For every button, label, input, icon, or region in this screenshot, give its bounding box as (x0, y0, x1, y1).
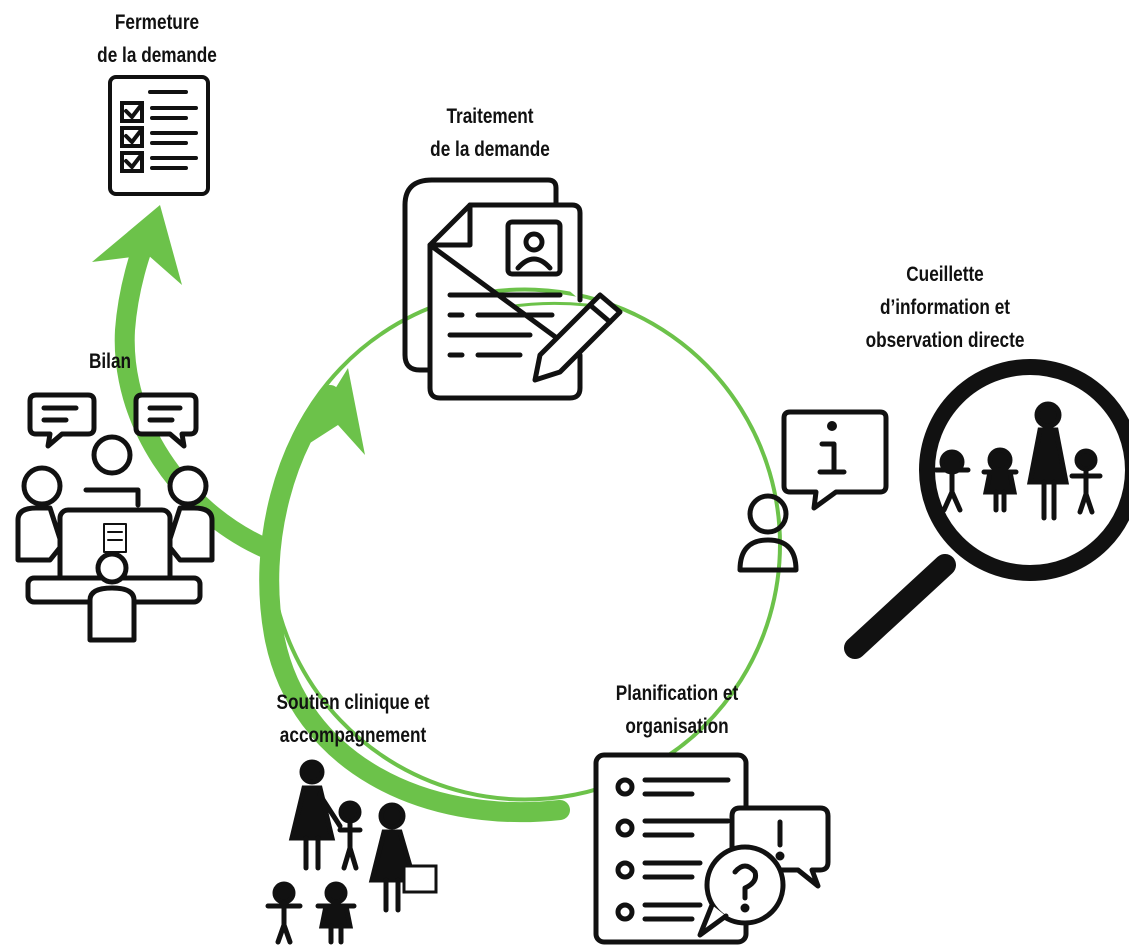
label-planification-line-1: Planification et (615, 682, 739, 705)
label-fermeture-line-2: de la demande (97, 44, 217, 67)
info-person-icon (737, 409, 889, 573)
label-soutien: Soutien clinique et accompagnement (267, 686, 439, 752)
document-edit-icon (402, 177, 623, 401)
main-arrowhead (296, 368, 365, 455)
checklist-icon (108, 75, 210, 196)
plan-list-icon (593, 752, 831, 945)
label-planification: Planification et organisation (599, 677, 755, 743)
label-soutien-line-1: Soutien clinique et (276, 691, 430, 714)
family-support-icon (265, 759, 438, 945)
label-bilan-line-1: Bilan (88, 350, 132, 373)
label-fermeture-line-1: Fermeture (114, 11, 200, 34)
label-cueillette-line-2: d’information et (879, 296, 1011, 319)
meeting-icon (15, 392, 215, 643)
label-bilan: Bilan (77, 345, 143, 378)
magnifier-family-icon (844, 359, 1129, 659)
label-soutien-line-2: accompagnement (279, 724, 427, 747)
label-cueillette-line-1: Cueillette (906, 263, 984, 286)
label-traitement-line-1: Traitement (446, 105, 534, 128)
label-cueillette-line-3: observation directe (865, 329, 1025, 352)
label-fermeture: Fermeture de la demande (87, 6, 226, 72)
label-traitement: Traitement de la demande (420, 100, 559, 166)
main-arrow-shaft (259, 385, 570, 823)
closing-arrowhead (92, 205, 182, 285)
label-cueillette: Cueillette d’information et observation … (851, 258, 1040, 357)
label-planification-line-2: organisation (625, 715, 729, 738)
label-traitement-line-2: de la demande (430, 138, 550, 161)
